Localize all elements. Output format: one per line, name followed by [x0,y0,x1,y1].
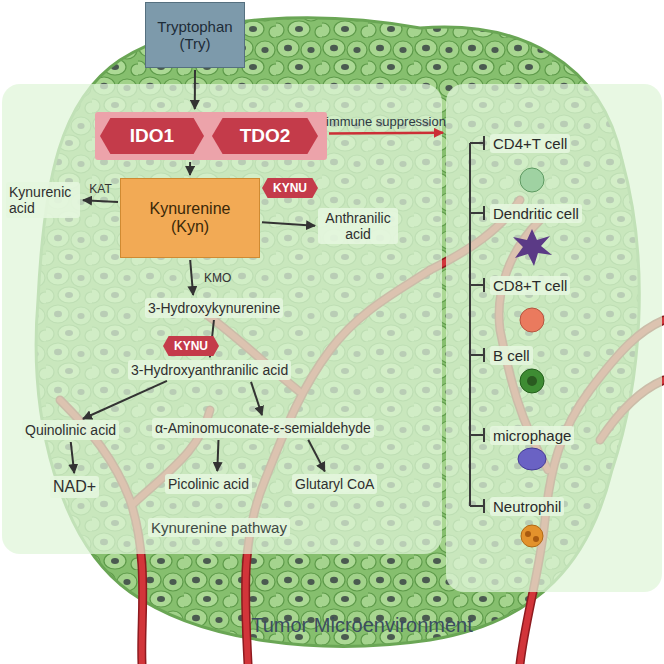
pathway-arrow [308,440,325,472]
pathway-arrow [217,440,218,471]
cell-name: microphage [490,426,574,445]
suppression-arrow [329,132,443,135]
enzyme-hexagon: TDO2 [212,118,318,154]
pathway-arrow [83,200,118,202]
node-text: TDO2 [240,125,291,147]
pathway-arrow [262,222,315,226]
node-text: NAD+ [53,478,96,496]
hexagon-fill [212,118,318,154]
pathway-arrow [210,320,214,357]
pathway-arrow [83,381,167,419]
node-text: Glutaryl CoA [295,476,374,492]
metabolite-label: 3-Hydroxykynurenine [145,298,283,318]
edge-label: immune suppression [326,114,446,129]
node-text: Picolinic acid [168,476,249,492]
inhibition-tick [483,206,485,220]
node-text: Quinolinic acid [25,422,116,438]
metabolite-label: Anthranilic acid [318,208,398,244]
pathway-panel: Kynurenine pathway IDO1 TDO2Kynurenine (Ky… [2,84,442,554]
edge-label: KAT [89,182,111,196]
inhibition-bar [469,143,471,506]
metabolite-label: α-Aminomuconate-ε-semialdehyde [152,418,374,438]
enzyme-hexagon: IDO1 [100,118,204,154]
metabolite-box: Kynurenine (Kyn) [120,178,260,258]
cd8-t-cell-icon [520,308,544,332]
edge-label: KMO [204,271,231,285]
inhibition-tick [483,348,485,362]
cd4-t-cell-icon [520,168,544,192]
inhibition-line [470,505,484,507]
enzyme-hexagon: KYNU [163,336,219,356]
node-text: KYNU [174,339,208,353]
node-text: Anthranilic acid [321,210,395,242]
metabolite-label: Picolinic acid [165,474,252,494]
neutrophil-icon [521,525,543,547]
cell-name: B cell [490,346,533,365]
inhibition-line [470,284,484,286]
enzyme-band: IDO1 TDO2 [95,112,327,160]
cell-name: CD8+T cell [490,276,570,295]
cell-name: Neutrophil [490,497,564,516]
inhibition-line [470,212,484,214]
b-cell-icon [520,369,544,393]
panel-title: Kynurenine pathway [148,518,290,537]
node-text: Tryptophan (Try) [152,18,238,52]
node-text: 3-Hydroxykynurenine [148,300,280,316]
pathway-arrow [71,442,74,473]
pathway-arrow [251,382,262,415]
neutrophil-granule [533,536,539,542]
hexagon-fill [100,118,204,154]
metabolite-label: Kynurenic acid [6,182,80,218]
inhibition-tick [483,278,485,292]
node-text: KYNU [273,181,307,195]
inhibition-line [470,142,484,144]
metabolite-label: NAD+ [50,476,99,498]
node-text: 3-Hydroxyanthranilic acid [131,362,288,378]
enzyme-hexagon: KYNU [262,178,318,198]
macrophage-icon [518,448,546,470]
metabolite-label: Glutaryl CoA [292,474,377,494]
cell-name: Dendritic cell [490,204,582,223]
node-text: IDO1 [130,125,174,147]
inhibition-tick [483,428,485,442]
node-text: Kynurenine (Kyn) [135,200,245,236]
pathway-arrow [189,162,191,175]
hexagon-fill [163,336,219,356]
node-text: Kynurenic acid [9,184,77,216]
inhibition-tick [483,499,485,513]
substrate-box: Tryptophan (Try) [145,2,245,68]
cell-name: CD4+T cell [490,134,570,153]
b-cell-nucleus [527,376,537,386]
pathway-arrow [194,70,196,109]
inhibition-line [470,434,484,436]
neutrophil-granule [525,531,531,537]
dendritic-cell-icon [513,229,552,266]
pathway-arrow [190,260,193,295]
node-text: α-Aminomuconate-ε-semialdehyde [155,420,371,436]
metabolite-label: 3-Hydroxyanthranilic acid [128,360,291,380]
metabolite-label: Quinolinic acid [22,420,119,440]
hexagon-fill [262,178,318,198]
inhibition-line [470,354,484,356]
inhibition-tick [483,136,485,150]
immune-panel: CD4+T cellDendritic cellCD8+T cell B cell… [446,84,662,592]
figure-caption-label: Tumor Microenvironment [251,614,473,637]
